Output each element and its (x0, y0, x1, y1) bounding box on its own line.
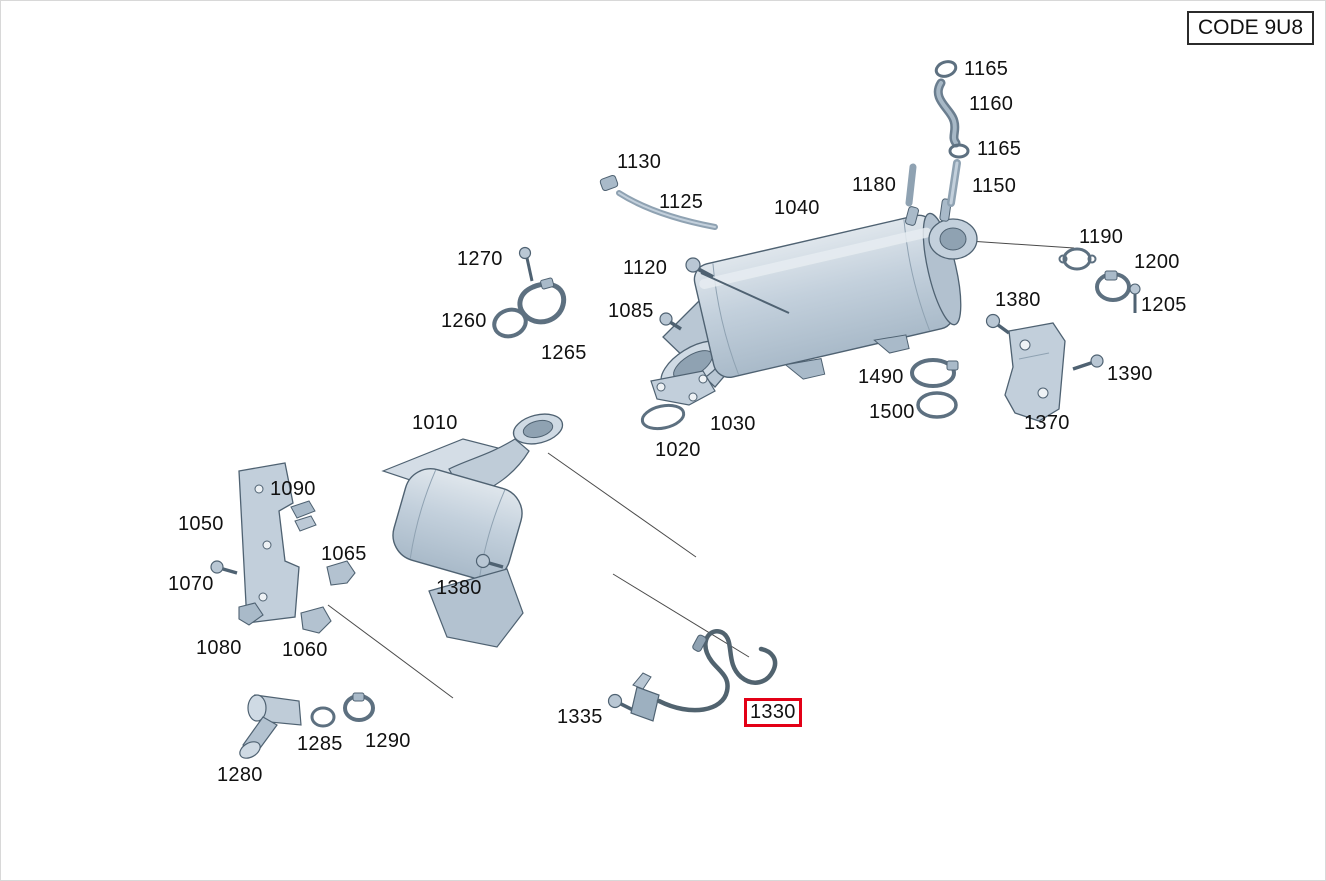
part-label-1160[interactable]: 1160 (969, 93, 1014, 115)
dpf-assembly-drawing (660, 198, 978, 390)
part-label-1330-selected[interactable]: 1330 (744, 698, 802, 727)
part-label-1205[interactable]: 1205 (1141, 294, 1187, 316)
part-label-1290[interactable]: 1290 (365, 730, 411, 752)
part-label-1030[interactable]: 1030 (710, 413, 756, 435)
part-label-1150[interactable]: 1150 (972, 175, 1017, 197)
part-label-1500[interactable]: 1500 (869, 401, 915, 423)
sensor-and-bolt-drawing (659, 257, 714, 331)
breather-hose-parts (905, 60, 970, 207)
part-label-1040[interactable]: 1040 (774, 197, 820, 219)
pipe-group-bottom-left-drawing (239, 692, 375, 759)
leader-lines (327, 240, 1075, 699)
pressure-line-parts (599, 174, 718, 230)
part-label-1190[interactable]: 1190 (1079, 226, 1124, 248)
part-label-1120[interactable]: 1120 (623, 257, 668, 279)
catalyst-drawing (381, 413, 564, 648)
code-badge: CODE 9U8 (1186, 11, 1314, 45)
part-label-1280[interactable]: 1280 (217, 764, 263, 786)
right-side-parts-drawing (910, 247, 1141, 422)
part-label-1380[interactable]: 1380 (995, 289, 1041, 311)
part-label-1085[interactable]: 1085 (608, 300, 654, 322)
part-label-1370[interactable]: 1370 (1024, 412, 1070, 434)
part-label-1130[interactable]: 1130 (617, 151, 662, 173)
part-label-1270[interactable]: 1270 (457, 248, 503, 270)
part-label-1200[interactable]: 1200 (1134, 251, 1180, 273)
clamp-group-left-drawing (492, 246, 567, 339)
part-label-1390[interactable]: 1390 (1107, 363, 1153, 385)
part-label-1265[interactable]: 1265 (541, 342, 587, 364)
part-label-1090[interactable]: 1090 (270, 478, 316, 500)
part-label-1080[interactable]: 1080 (196, 637, 242, 659)
part-label-1335[interactable]: 1335 (557, 706, 603, 728)
part-label-1020[interactable]: 1020 (655, 439, 701, 461)
oxygen-sensor-drawing (607, 629, 778, 722)
part-label-1065[interactable]: 1065 (321, 543, 367, 565)
part-label-1490[interactable]: 1490 (858, 366, 904, 388)
part-label-1010[interactable]: 1010 (412, 412, 458, 434)
part-label-1060[interactable]: 1060 (282, 639, 328, 661)
bracket-group-left-drawing (210, 462, 356, 634)
part-label-1165[interactable]: 1165 (977, 138, 1022, 160)
part-label-1285[interactable]: 1285 (297, 733, 343, 755)
part-label-1070[interactable]: 1070 (168, 573, 214, 595)
part-label-1165[interactable]: 1165 (964, 58, 1009, 80)
part-label-1380[interactable]: 1380 (436, 577, 482, 599)
part-label-1180[interactable]: 1180 (852, 174, 897, 196)
part-label-1260[interactable]: 1260 (441, 310, 487, 332)
part-label-1125[interactable]: 1125 (659, 191, 704, 213)
flange-gasket-drawing (640, 370, 716, 431)
part-label-1050[interactable]: 1050 (178, 513, 224, 535)
